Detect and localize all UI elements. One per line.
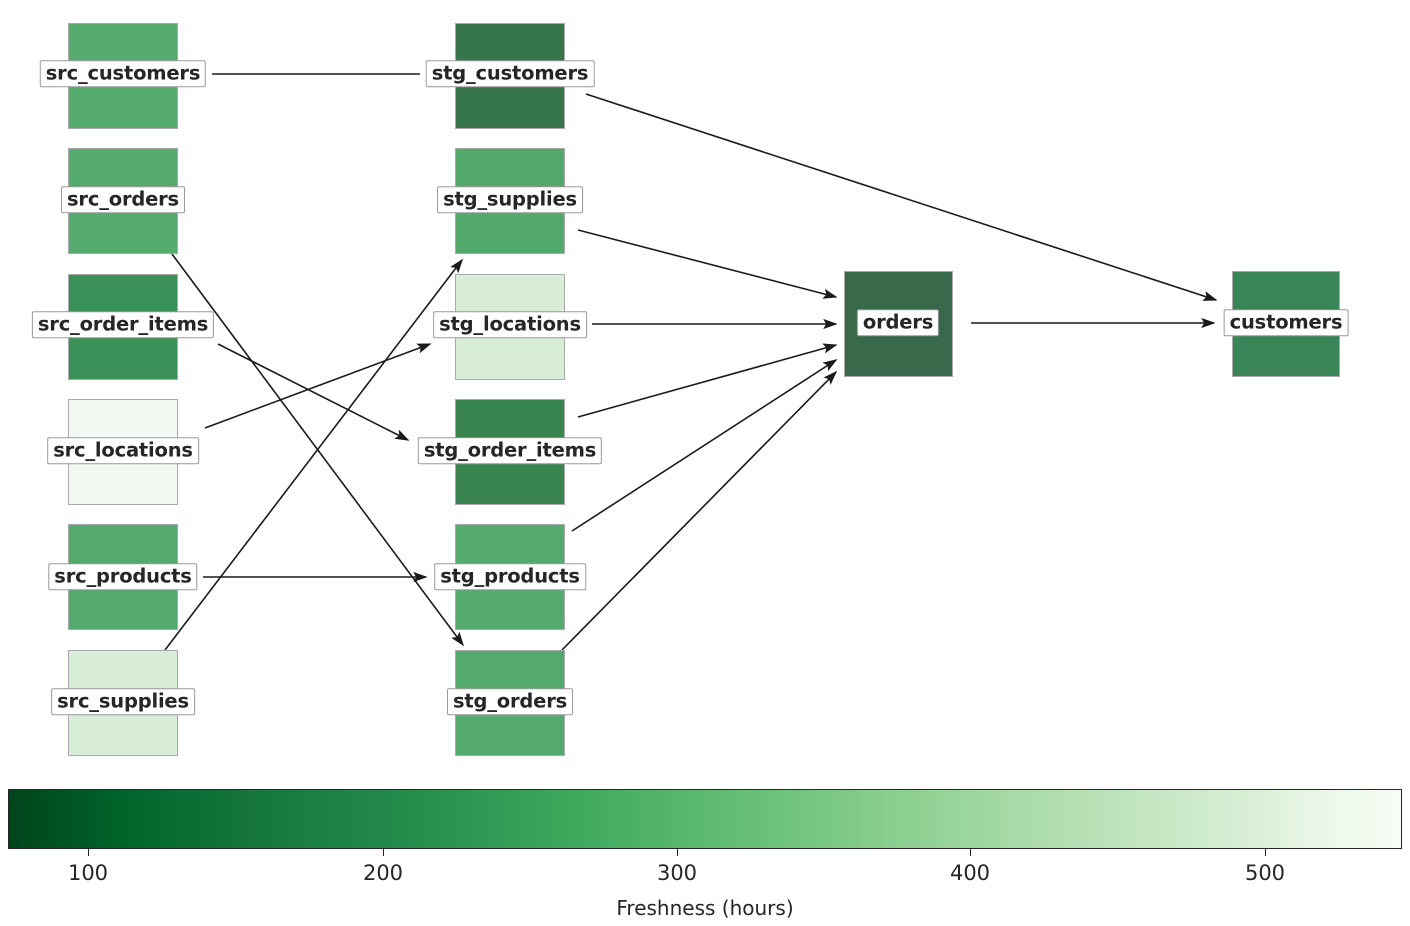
edge-stg_orders-orders: [561, 370, 838, 651]
edge-src_supplies-stg_supplies: [164, 258, 463, 651]
node-label-src_locations: src_locations: [47, 437, 199, 465]
node-label-src_products: src_products: [48, 563, 198, 591]
edge-src_orders-stg_orders: [171, 253, 464, 647]
node-label-src_orders: src_orders: [61, 186, 185, 214]
colorbar-tick-label-500: 500: [1244, 861, 1286, 885]
colorbar-tick-500: [1265, 849, 1266, 856]
node-label-stg_orders: stg_orders: [446, 688, 574, 716]
colorbar-tick-label-100: 100: [67, 861, 109, 885]
node-label-stg_locations: stg_locations: [433, 311, 587, 339]
node-label-stg_customers: stg_customers: [425, 60, 595, 88]
colorbar-tick-label-200: 200: [362, 861, 404, 885]
colorbar-tick-label-300: 300: [656, 861, 698, 885]
edge-stg_supplies-orders: [577, 229, 838, 299]
node-label-src_order_items: src_order_items: [31, 311, 215, 339]
colorbar-tick-label-400: 400: [949, 861, 991, 885]
colorbar-tick-300: [677, 849, 678, 856]
edge-src_order_items-stg_order_items: [217, 343, 410, 441]
node-label-stg_products: stg_products: [434, 563, 586, 591]
node-label-orders: orders: [856, 309, 940, 337]
node-label-src_supplies: src_supplies: [51, 688, 195, 716]
colorbar-gradient: [8, 789, 1402, 849]
edge-src_locations-stg_locations: [204, 343, 432, 429]
node-label-customers: customers: [1223, 309, 1349, 337]
edge-stg_order_items-orders: [577, 343, 838, 418]
node-label-stg_order_items: stg_order_items: [417, 437, 603, 465]
edge-stg_customers-customers: [585, 93, 1218, 301]
edge-stg_products-orders: [571, 359, 838, 532]
node-label-src_customers: src_customers: [39, 60, 207, 88]
colorbar-tick-400: [970, 849, 971, 856]
node-label-stg_supplies: stg_supplies: [437, 186, 583, 214]
colorbar-axis-label: Freshness (hours): [616, 896, 794, 920]
colorbar-tick-100: [88, 849, 89, 856]
colorbar-tick-200: [383, 849, 384, 856]
